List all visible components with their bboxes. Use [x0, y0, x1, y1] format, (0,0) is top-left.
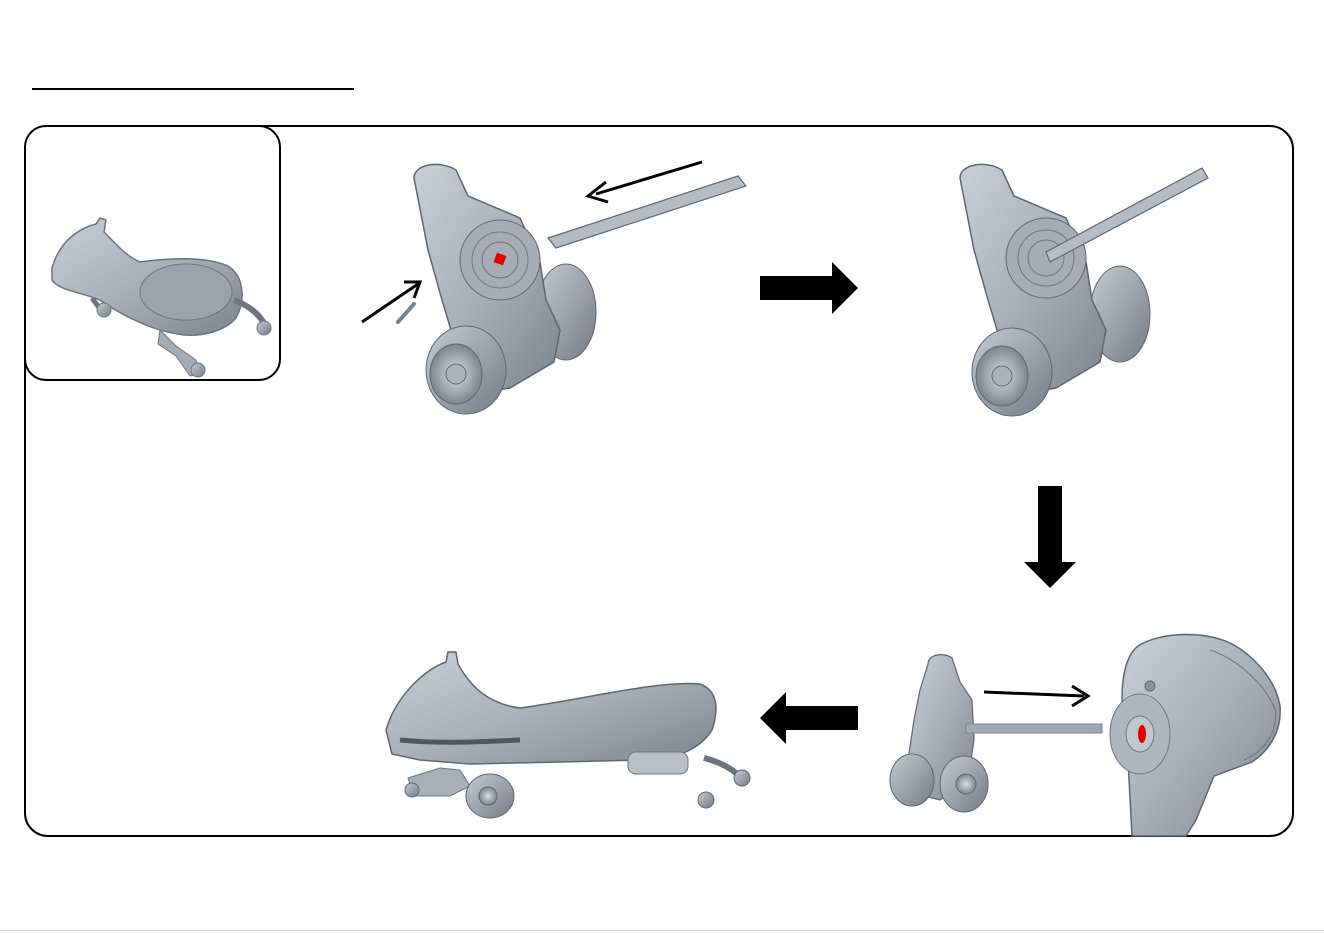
insert-rod-and-pin — [362, 162, 746, 414]
step-arrow-left — [760, 692, 858, 744]
rod-inserted — [960, 164, 1208, 416]
attach-to-body — [890, 634, 1280, 836]
overview-toy-car — [52, 218, 271, 377]
step-arrow-right — [760, 262, 858, 314]
assembled-car — [386, 652, 750, 818]
page-bottom-edge — [0, 930, 1324, 931]
step-arrow-down — [1024, 486, 1076, 588]
body-socket-highlight — [1138, 725, 1146, 743]
